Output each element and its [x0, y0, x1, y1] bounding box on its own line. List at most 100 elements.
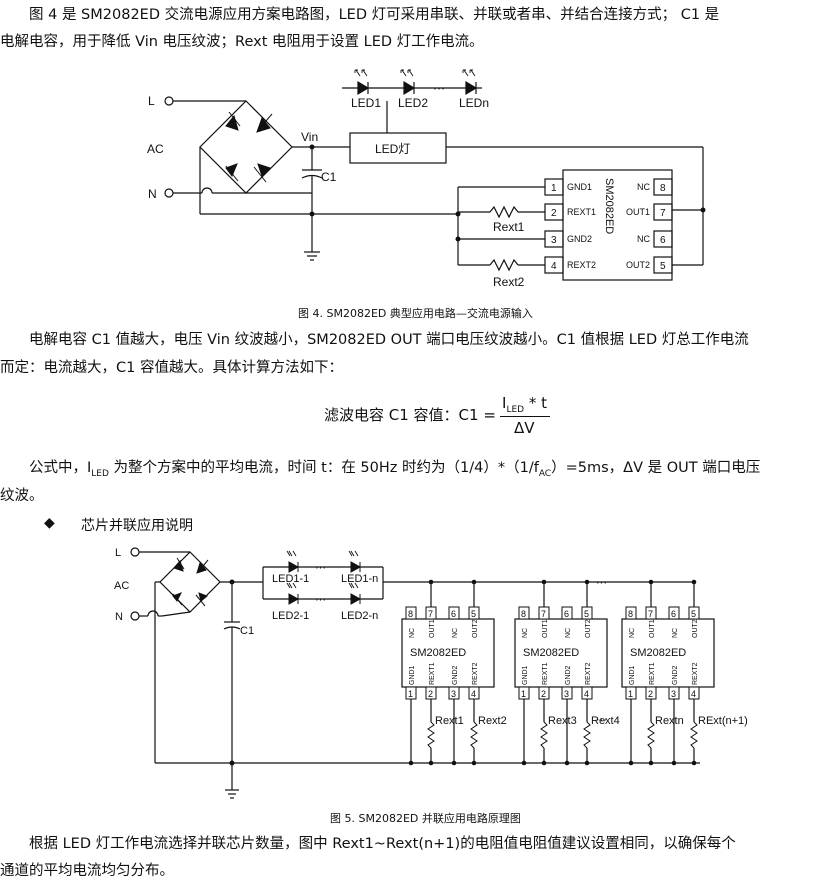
fig5-bottom-pin-num: 3 [451, 689, 456, 699]
fig5-resistor-icon [470, 721, 478, 749]
fig5-top-pin-name: NC [452, 628, 459, 638]
fig4-l-label: L [148, 94, 155, 108]
fig5-bottom-pin-name: REXT2 [585, 662, 592, 685]
fig4-pin6-num: 6 [660, 235, 666, 246]
fig5-top-pin-box [561, 606, 573, 620]
fig5-top-pin-num: 6 [451, 609, 456, 619]
fig5-chip-body [621, 618, 715, 688]
fig5-top-pin-num: 7 [648, 609, 653, 619]
fig4-pin-rext2: REXT2 [567, 260, 596, 270]
fig5-top-pin-num: 5 [584, 609, 589, 619]
fig5-top-pin-num: 8 [408, 609, 413, 619]
fig5-led1-n-label: LED1-n [341, 573, 378, 585]
fig5-junction [628, 760, 634, 766]
fig5-resistor-label: Rextn [655, 715, 684, 727]
fig5-top-pin-box [625, 606, 637, 620]
fig4-pin-nc8: NC [637, 182, 650, 192]
fig5-junction [671, 760, 677, 766]
fig5-resistor-label: Rext3 [548, 715, 577, 727]
fig5-bottom-pin-num: 3 [671, 689, 676, 699]
fig5-junction [451, 760, 457, 766]
fig5-top-pin-name: OUT1 [649, 619, 656, 638]
formula-label: 滤波电容 C1 容值：C1 = [324, 406, 496, 424]
fig5-top-pin-name: OUT1 [429, 619, 436, 638]
fig5-junction [408, 760, 414, 766]
fig5-bottom-pin-num: 1 [408, 689, 413, 699]
fig4-ac-label: AC [147, 142, 164, 156]
fig5-bottom-pin-name: GND2 [452, 665, 459, 685]
fig5-bottom-pin-name: REXT1 [542, 662, 549, 685]
paragraph-3-line-1: 公式中，ILED 为整个方案中的平均电流，时间 t：在 50Hz 时约为（1/4… [0, 460, 761, 479]
fig4-rext1-label: Rext1 [493, 220, 525, 234]
fig5-bottom-pin-num: 2 [648, 689, 653, 699]
fig5-bottom-pin-name: GND1 [409, 665, 416, 685]
fig4-led-dots: ··· [433, 81, 445, 95]
fig5-resistor-icon [583, 721, 591, 749]
fig5-top-pin-num: 6 [671, 609, 676, 619]
fig4-pin-rext1: REXT1 [567, 207, 596, 217]
fig5-top-pin-num: 5 [691, 609, 696, 619]
fig5-chip-array: SM2082ED8NC7OUT16NC5OUT21GND12REXT13GND2… [401, 579, 748, 766]
fig5-chip-body [401, 618, 495, 688]
fig5-junction [471, 579, 477, 585]
fig5-top-pin-name: NC [409, 628, 416, 638]
fig4-vin-label: Vin [301, 130, 318, 144]
fig5-chip-name: SM2082ED [523, 647, 579, 659]
fig4-led-lamp-label: LED灯 [375, 142, 410, 156]
formula-denominator: ΔV [514, 419, 535, 437]
fig5-chip-body [514, 618, 608, 688]
fig5-top-pin-name: NC [672, 628, 679, 638]
fig5-top-pin-name: NC [565, 628, 572, 638]
fig5-top-pin-name: NC [629, 628, 636, 638]
fig5-bottom-pin-num: 4 [584, 689, 589, 699]
fig5-ac-label: AC [114, 580, 129, 592]
fig5-junction [564, 760, 570, 766]
fig5-top-pin-num: 8 [521, 609, 526, 619]
bullet-diamond-icon: ◆ [44, 515, 55, 531]
fig5-led1-1-label: LED1-1 [272, 573, 309, 585]
fig4-pin7-num: 7 [660, 208, 666, 219]
fig4-chip-name: SM2082ED [603, 178, 615, 234]
fig5-resistor-icon [427, 721, 435, 749]
fig5-bottom-pin-name: GND2 [565, 665, 572, 685]
fig5-resistor-label: RExt(n+1) [698, 715, 748, 727]
fig5-top-pin-box [518, 606, 530, 620]
formula-i: I [502, 394, 507, 412]
fig5-top-pin-num: 6 [564, 609, 569, 619]
fig5-top-pin-box [668, 606, 680, 620]
fig5-junction [648, 760, 654, 766]
fig5-chip-dots-bottom: ··· [596, 714, 607, 726]
paragraph-4-line-1: 根据 LED 灯工作电流选择并联芯片数量，图中 Rext1~Rext(n+1)的… [0, 836, 736, 852]
fig5-bottom-pin-name: GND1 [522, 665, 529, 685]
fig4-pin-nc6: NC [637, 234, 650, 244]
fig5-resistor-label: Rext2 [478, 715, 507, 727]
fig5-bottom-pin-num: 4 [691, 689, 696, 699]
fig4-pin1-num: 1 [551, 183, 557, 194]
formula-times-t: * t [524, 394, 547, 412]
fig5-bottom-pin-name: GND2 [672, 665, 679, 685]
fig4-ledn-label: LEDn [459, 96, 489, 110]
fig5-chip-name: SM2082ED [630, 647, 686, 659]
paragraph-1-line-2: 电解电容，用于降低 Vin 电压纹波；Rext 电阻用于设置 LED 灯工作电流… [0, 34, 484, 50]
fig5-junction [471, 760, 477, 766]
fig5-resistor-label: Rext1 [435, 715, 464, 727]
fig5-led-dots-bottom: ··· [315, 594, 326, 606]
fig5-resistor-icon [647, 721, 655, 749]
fig4-pin8-num: 8 [660, 183, 666, 194]
fig4-c1-label: C1 [321, 170, 337, 184]
fig4-pin2-num: 2 [551, 208, 557, 219]
fig5-bottom-pin-name: REXT1 [429, 662, 436, 685]
fig4-pin-gnd1: GND1 [567, 182, 592, 192]
paragraph-2-line-2: 而定：电流越大，C1 容值越大。具体计算方法如下： [0, 360, 343, 376]
fig5-c1-label: C1 [240, 625, 254, 637]
fig4-rext2-label: Rext2 [493, 275, 525, 289]
paragraph-2-line-1: 电解电容 C1 值越大，电压 Vin 纹波越小，SM2082ED OUT 端口电… [0, 332, 749, 348]
fig5-resistor-icon [690, 721, 698, 749]
fig5-bottom-pin-num: 2 [541, 689, 546, 699]
fig5-junction [648, 579, 654, 585]
fig5-top-pin-num: 5 [471, 609, 476, 619]
fig4-pin-gnd2: GND2 [567, 234, 592, 244]
fig5-junction [691, 579, 697, 585]
fig5-bottom-pin-name: REXT2 [472, 662, 479, 685]
